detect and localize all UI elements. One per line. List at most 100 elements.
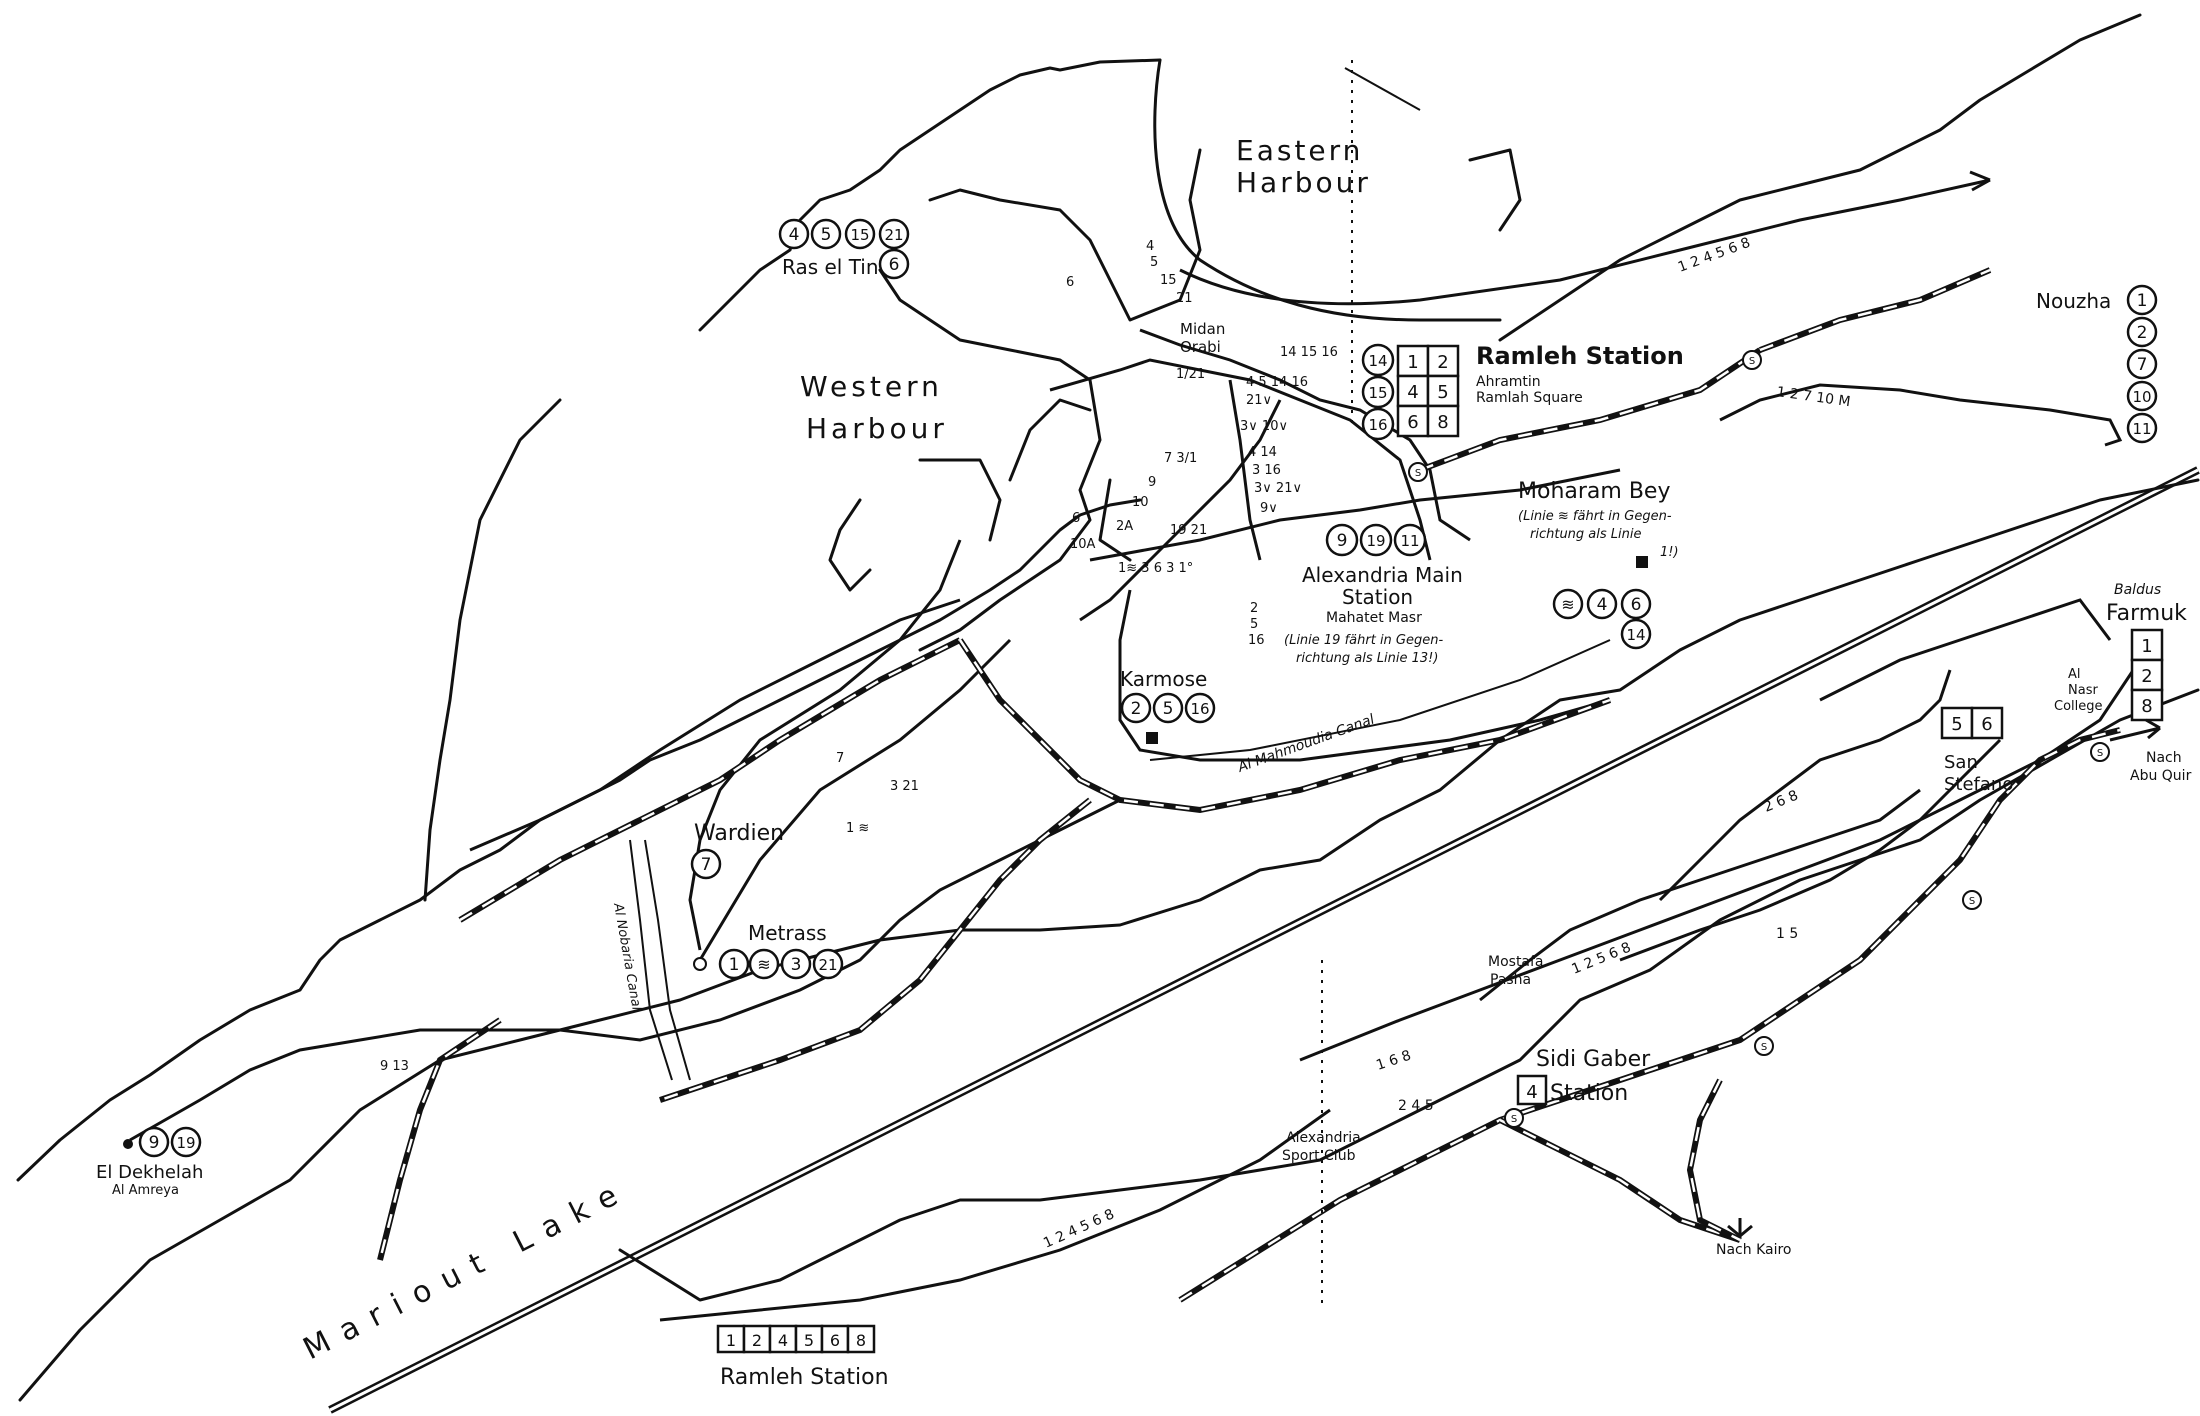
route-label-15s: 1 5 bbox=[1776, 926, 1798, 942]
station-farmuk[interactable]: Baldus Farmuk 1 2 8 bbox=[2106, 582, 2187, 722]
mostafa-pasha-label-2: Pasha bbox=[1490, 972, 1531, 988]
al-nasr-label-3: College bbox=[2054, 699, 2103, 714]
tram-san-stefano bbox=[1658, 669, 1952, 902]
route-label-3v-10v: 3∨ 10∨ bbox=[1240, 419, 1288, 434]
station-san-stefano[interactable]: 5 6 San Stefano bbox=[1940, 706, 2013, 795]
tram-inner-1 bbox=[1079, 399, 1282, 622]
nobaria-canal-west bbox=[629, 839, 673, 1081]
metrass-stop bbox=[693, 957, 707, 971]
tram-bottom-1245 bbox=[659, 1108, 1331, 1322]
midan-orabi-label-2: Orabi bbox=[1180, 338, 1221, 356]
station-karmose[interactable]: Karmose 2 5 16 bbox=[1120, 667, 1216, 744]
ramleh-sub1: Ahramtin bbox=[1476, 374, 1541, 390]
station-metrass[interactable]: Metrass 1 ≋ 3 21 bbox=[693, 921, 844, 980]
tram-karmose bbox=[1118, 589, 1611, 762]
route-label-3-21: 3 21 bbox=[890, 779, 919, 794]
route-label-19-21: 19 21 bbox=[1170, 523, 1207, 538]
san-stefano-label-1: San bbox=[1944, 752, 1978, 773]
svg-text:S: S bbox=[1511, 1114, 1517, 1125]
ramleh-badges bbox=[1361, 343, 1460, 441]
sidi-gaber-badge bbox=[1516, 1074, 1548, 1106]
ras-el-tin-harbour-edge bbox=[878, 268, 1102, 652]
moharam-bey-depot bbox=[1636, 556, 1648, 568]
tram-dekhelah bbox=[129, 798, 1121, 1142]
tram-main-west bbox=[469, 598, 961, 852]
svg-text:S: S bbox=[2097, 748, 2103, 759]
moharam-bey-label: Moharam Bey bbox=[1518, 479, 1670, 504]
tram-inner-3 bbox=[1089, 468, 1621, 562]
ramleh-b-4: 4 bbox=[778, 1331, 788, 1350]
farmuk-2: 2 bbox=[2141, 666, 2152, 687]
moharam-bey-note-1: (Linie ≋ fährt in Gegen- bbox=[1518, 509, 1672, 524]
station-el-dekhelah[interactable]: 9 19 El Dekhelah Al Amreya bbox=[96, 1126, 203, 1198]
western-harbour-mole bbox=[423, 398, 562, 902]
station-nouzha[interactable]: Nouzha 1 2 7 10 11 bbox=[2036, 284, 2158, 444]
el-dekhelah-sub: Al Amreya bbox=[112, 1183, 179, 1198]
moharam-badge-wave: ≋ bbox=[1561, 595, 1574, 614]
karmose-16: 16 bbox=[1190, 700, 1209, 718]
sidi-gaber-4: 4 bbox=[1526, 1082, 1537, 1103]
sport-club-label-2: Sport Club bbox=[1282, 1148, 1356, 1164]
route-label-7w: 7 bbox=[836, 751, 844, 766]
al-nasr-label-1: Al bbox=[2068, 667, 2081, 682]
eastern-harbour-label: Eastern bbox=[1236, 134, 1363, 167]
san-stefano-label-2: Stefano bbox=[1944, 774, 2013, 795]
tram-coast-east bbox=[1179, 178, 1991, 306]
karmose-depot bbox=[1146, 732, 1158, 744]
svg-text:S: S bbox=[1749, 356, 1755, 367]
moharam-line-badges bbox=[1552, 588, 1652, 650]
station-sidi-gaber[interactable]: Sidi Gaber 4 Station bbox=[1516, 1047, 1651, 1106]
svg-text:S: S bbox=[1969, 896, 1975, 907]
nouzha-11: 11 bbox=[2132, 420, 2151, 438]
farmuk-badges bbox=[2130, 628, 2164, 722]
ramleh-14: 14 bbox=[1368, 352, 1387, 370]
station-ramleh[interactable]: 14 15 16 1 2 4 5 6 8 Ramleh Station Ahra… bbox=[1361, 342, 1684, 441]
farmuk-label-2: Farmuk bbox=[2106, 601, 2187, 626]
station-alexandria-main[interactable]: 9 19 11 Alexandria Main Station Mahatet … bbox=[1284, 523, 1463, 666]
badge-5: 5 bbox=[821, 225, 832, 245]
ramleh-6: 6 bbox=[1407, 412, 1418, 433]
tram-sidi-gaber-2 bbox=[1479, 788, 1921, 1002]
moharam-bey-note-2: richtung als Linie bbox=[1530, 527, 1642, 542]
coastline-east bbox=[1498, 13, 2142, 342]
route-label-245: 2 4 5 bbox=[1398, 1098, 1434, 1114]
station-moharam-bey[interactable]: Moharam Bey (Linie ≋ fährt in Gegen- ric… bbox=[1518, 479, 1679, 568]
main-station-badges bbox=[1325, 523, 1427, 557]
mariout-lake-shore bbox=[18, 478, 2200, 1402]
main-station-label-1: Alexandria Main bbox=[1302, 563, 1463, 587]
nach-abu-quir-label-1: Nach bbox=[2146, 750, 2182, 766]
mostafa-pasha-label-1: Mostafa bbox=[1488, 954, 1544, 970]
moharam-badge-4: 4 bbox=[1597, 595, 1608, 615]
route-label-15: 15 bbox=[1160, 273, 1177, 288]
ramleh-b-6: 6 bbox=[830, 1331, 840, 1350]
rail-station-markers bbox=[1408, 350, 2110, 1128]
route-label-10a: 10A bbox=[1070, 537, 1096, 552]
breakwater-east bbox=[1468, 148, 1522, 232]
karmose-label: Karmose bbox=[1120, 667, 1207, 691]
sport-club-label-1: Alexandria bbox=[1286, 1130, 1361, 1146]
route-label-4-14: 4 14 bbox=[1248, 445, 1277, 460]
midan-orabi-label-1: Midan bbox=[1180, 320, 1225, 338]
metrass-21: 21 bbox=[818, 956, 837, 974]
route-label-7-3-1: 7 3/1 bbox=[1164, 451, 1197, 466]
route-label-6a: 6 bbox=[1066, 275, 1074, 290]
main-11: 11 bbox=[1400, 532, 1419, 550]
ramleh-bottom-badges bbox=[716, 1324, 876, 1354]
tram-sidi-gaber-3 bbox=[1619, 738, 2002, 962]
route-label-5: 5 bbox=[1150, 255, 1158, 270]
station-wardien[interactable]: Wardien 7 bbox=[690, 821, 784, 880]
nouzha-10: 10 bbox=[2132, 388, 2151, 406]
wardien-7: 7 bbox=[701, 855, 712, 875]
route-label-5k: 5 bbox=[1250, 617, 1258, 632]
ramleh-4: 4 bbox=[1407, 382, 1418, 403]
main-station-sub: Mahatet Masr bbox=[1326, 610, 1422, 626]
main-19: 19 bbox=[1366, 532, 1385, 550]
sidi-gaber-label-2: Station bbox=[1550, 1081, 1628, 1106]
ramleh-b-8: 8 bbox=[856, 1331, 866, 1350]
nach-kairo-label: Nach Kairo bbox=[1716, 1242, 1792, 1258]
svg-text:S: S bbox=[1415, 468, 1421, 479]
station-ramleh-bottom[interactable]: 1 2 4 5 6 8 Ramleh Station bbox=[716, 1324, 889, 1390]
badge-15: 15 bbox=[850, 226, 869, 244]
route-label-2a: 2A bbox=[1116, 519, 1133, 534]
station-ras-el-tin[interactable]: 4 5 15 21 6 Ras el Tin bbox=[778, 218, 910, 280]
